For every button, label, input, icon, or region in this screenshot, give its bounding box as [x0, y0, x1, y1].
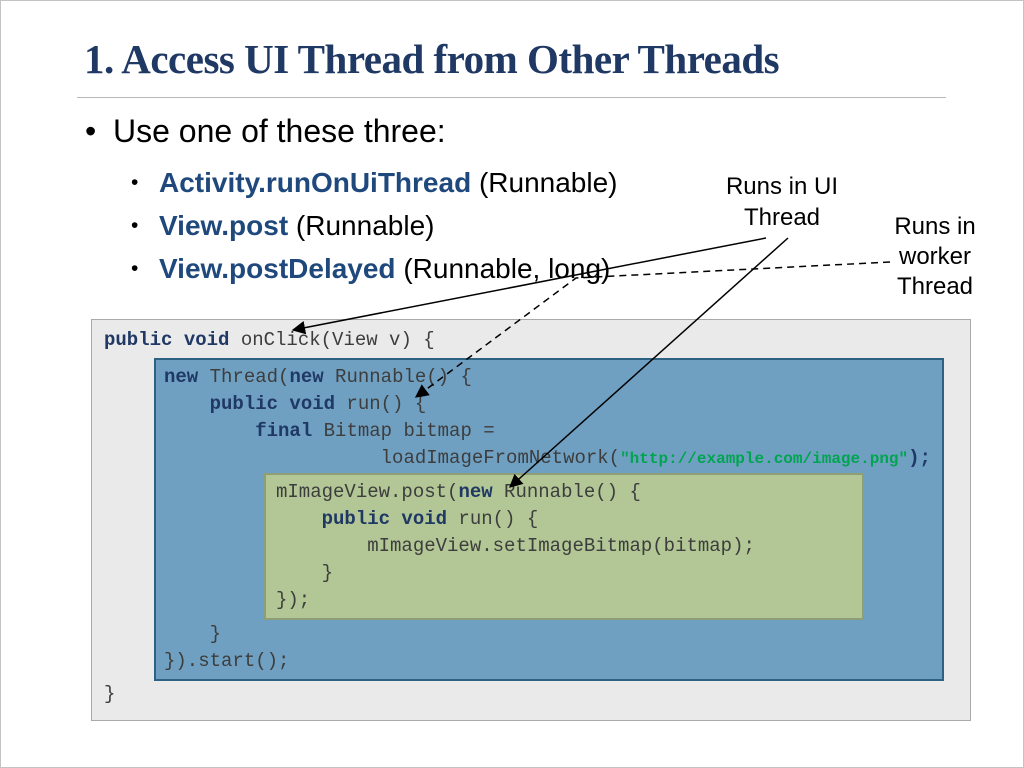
code-line: }	[276, 562, 334, 584]
code-lines-outer-top: public void onClick(View v) {	[104, 327, 958, 354]
code-line: loadImageFromNetwork("http://example.com…	[164, 447, 931, 469]
worker-thread-code-box: new Thread(new Runnable() { public void …	[154, 358, 944, 681]
code-lines-outer-bottom: }	[104, 681, 958, 708]
code-line: final Bitmap bitmap =	[255, 420, 507, 442]
code-line: mImageView.setImageBitmap(bitmap);	[276, 535, 755, 557]
bullet-item-runonuithread: • Activity.runOnUiThread (Runnable)	[131, 167, 618, 199]
bullet-marker: •	[85, 113, 97, 149]
code-line: new Thread(new Runnable() {	[164, 366, 472, 388]
code-lines-blue-top: new Thread(new Runnable() { public void …	[164, 364, 942, 472]
bullet-marker: •	[131, 171, 139, 194]
method-name: Activity.runOnUiThread	[159, 167, 472, 198]
method-args: (Runnable)	[288, 210, 435, 241]
code-line: }	[104, 683, 116, 705]
code-block: public void onClick(View v) { new Thread…	[91, 319, 971, 721]
bullet-item-view-post: • View.post (Runnable)	[131, 210, 434, 242]
bullet-marker: •	[131, 214, 139, 237]
method-args: (Runnable, long)	[395, 253, 611, 284]
runs-in-ui-thread-label: Runs in UI Thread	[725, 173, 839, 231]
bullet-item-view-postdelayed: • View.postDelayed (Runnable, long)	[131, 253, 610, 285]
runs-in-worker-thread-label: Runs in worker Thread	[894, 213, 976, 300]
method-name: View.postDelayed	[159, 253, 396, 284]
method-name: View.post	[159, 210, 289, 241]
code-lines-blue-bottom: } }).start();	[164, 621, 942, 675]
ui-thread-code-box: mImageView.post(new Runnable() { public …	[264, 473, 864, 620]
code-line: mImageView.post(new Runnable() {	[276, 481, 641, 503]
bullet-main-text: Use one of these three:	[113, 113, 446, 149]
code-line: public void onClick(View v) {	[104, 329, 435, 351]
slide-title: 1. Access UI Thread from Other Threads	[84, 36, 780, 82]
code-line: });	[276, 589, 311, 611]
code-line: public void run() {	[209, 393, 427, 415]
code-lines-green: mImageView.post(new Runnable() { public …	[276, 479, 862, 614]
title-divider	[77, 97, 946, 98]
bullet-marker: •	[131, 257, 139, 280]
code-line: public void run() {	[321, 508, 539, 530]
bullet-main: • Use one of these three:	[85, 113, 446, 150]
method-args: (Runnable)	[471, 167, 618, 198]
code-line: }).start();	[164, 650, 290, 672]
code-line: }	[164, 623, 222, 645]
